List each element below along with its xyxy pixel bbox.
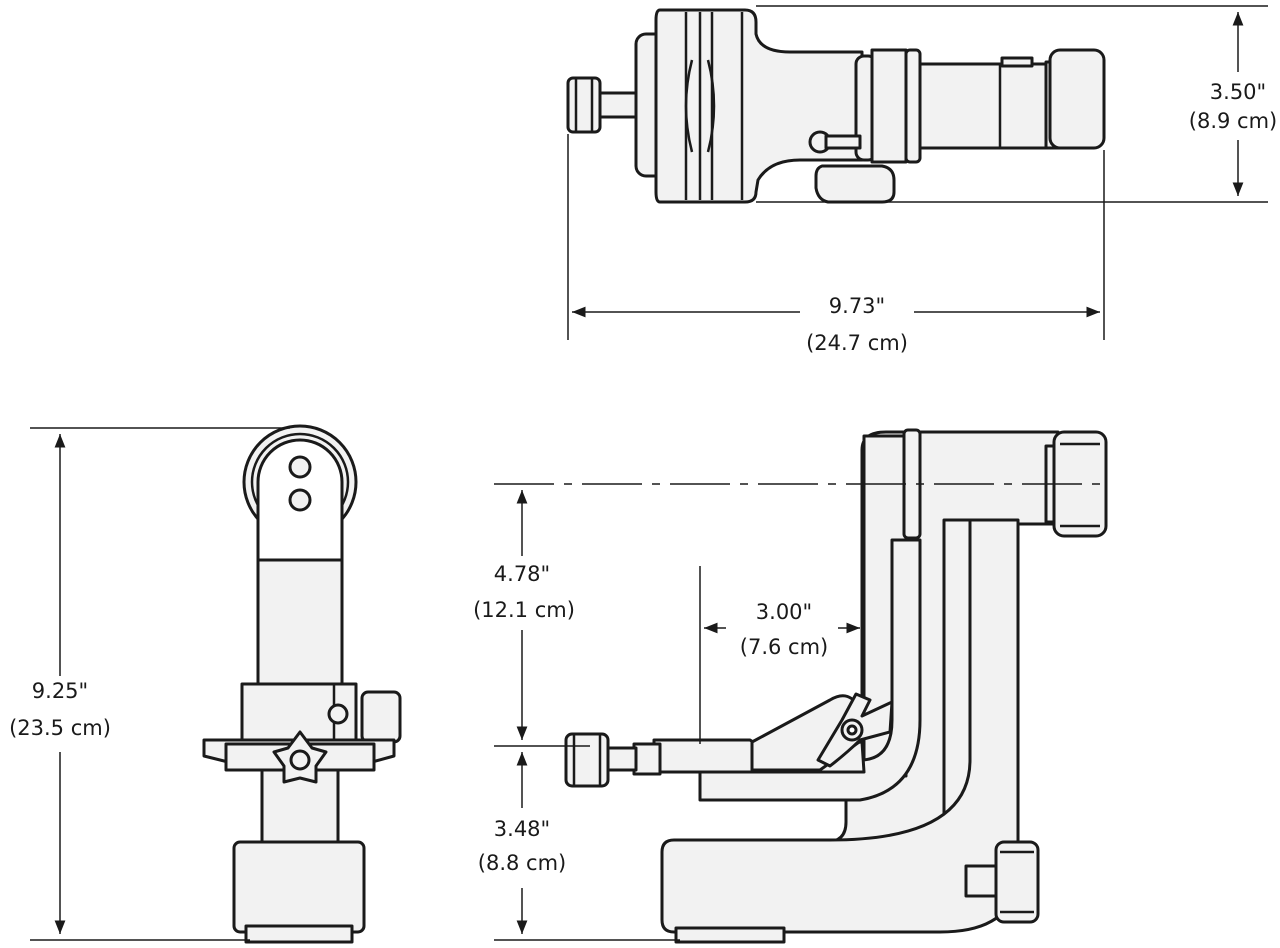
side-view: 4.78" (12.1 cm) 3.00" (7.6 cm) 3.48" (8.… xyxy=(473,428,1108,944)
front-view: 9.25" (23.5 cm) xyxy=(9,424,402,944)
top-height-inches: 3.50" xyxy=(1210,80,1266,104)
front-view-height-dimension: 9.25" (23.5 cm) xyxy=(9,427,290,941)
top-view-width-dimension: 9.73" (24.7 cm) xyxy=(567,134,1105,355)
side-upper-inches: 4.78" xyxy=(494,562,550,586)
top-height-cm: (8.9 cm) xyxy=(1189,109,1277,133)
front-view-body xyxy=(202,424,402,944)
front-height-inches: 9.25" xyxy=(32,679,88,703)
side-view-offset-dimension: 3.00" (7.6 cm) xyxy=(699,566,860,744)
side-upper-cm: (12.1 cm) xyxy=(473,598,575,622)
top-width-inches: 9.73" xyxy=(829,294,885,318)
front-height-cm: (23.5 cm) xyxy=(9,716,111,740)
top-view: 3.50" (8.9 cm) 9.73" (24.7 cm) xyxy=(566,5,1277,355)
side-view-lower-height-dimension: 3.48" (8.8 cm) xyxy=(478,752,680,941)
side-offset-inches: 3.00" xyxy=(756,600,812,624)
side-lower-cm: (8.8 cm) xyxy=(478,851,566,875)
top-view-body xyxy=(566,8,1106,204)
side-view-body xyxy=(564,428,1108,944)
side-lower-inches: 3.48" xyxy=(494,817,550,841)
top-view-height-dimension: 3.50" (8.9 cm) xyxy=(756,5,1277,203)
side-view-upper-height-dimension: 4.78" (12.1 cm) xyxy=(473,490,590,747)
side-offset-cm: (7.6 cm) xyxy=(740,635,828,659)
top-width-cm: (24.7 cm) xyxy=(806,331,908,355)
